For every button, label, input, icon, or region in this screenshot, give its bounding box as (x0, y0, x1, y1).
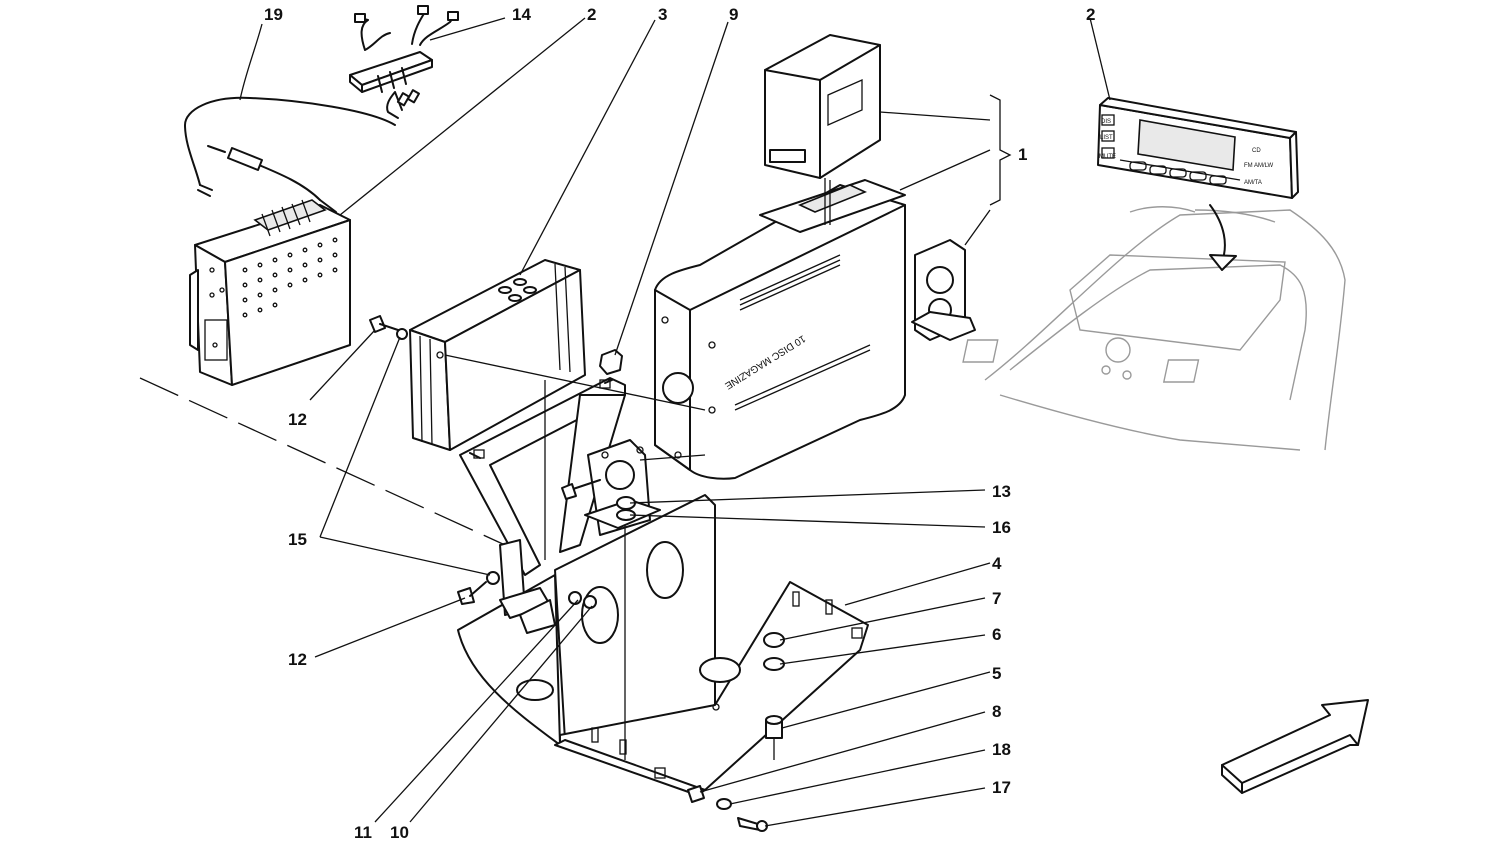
direction-arrow-icon (1221, 699, 1369, 794)
interface-module (349, 5, 459, 119)
head-unit-btn-dis: DIS (1101, 119, 1111, 125)
callout-6: 6 (992, 625, 1001, 644)
callout-15: 15 (288, 530, 307, 549)
callout-2-left: 2 (587, 5, 596, 24)
callout-3: 3 (658, 5, 667, 24)
head-unit-btn-list: LIST (1100, 135, 1113, 141)
callout-7: 7 (992, 589, 1001, 608)
head-unit-btn-am: AM/TA (1244, 180, 1262, 186)
callout-14: 14 (512, 5, 531, 24)
callout-5: 5 (992, 664, 1001, 683)
head-unit-radio: DIS LIST MUTE CD FM AM/LW AM/TA (1097, 97, 1299, 199)
amplifier (409, 259, 586, 451)
head-unit-btn-mute: MUTE (1099, 154, 1116, 160)
callout-11: 11 (354, 823, 372, 842)
callout-13: 13 (992, 482, 1011, 501)
fasteners (369, 315, 785, 832)
callout-19: 19 (264, 5, 283, 24)
bracket-lower-tab (499, 539, 556, 634)
cd-magazine (764, 34, 881, 225)
callout-18: 18 (992, 740, 1011, 759)
callout-17: 17 (992, 778, 1011, 797)
callout-1: 1 (1018, 145, 1027, 164)
clip-nut (599, 349, 623, 375)
antenna-cable (184, 96, 396, 213)
changer-bracket (584, 439, 661, 536)
alignment-dashed-line (139, 377, 506, 546)
callout-16: 16 (992, 518, 1011, 537)
install-arrow-icon (1209, 204, 1237, 271)
callout-8: 8 (992, 702, 1001, 721)
head-unit-btn-fm: FM AM/LW (1244, 163, 1274, 169)
callout-9: 9 (729, 5, 738, 24)
radio-chassis (189, 199, 351, 386)
callout-labels: 19 14 2 3 9 2 1 12 15 12 13 16 4 7 6 5 8… (264, 5, 1095, 842)
leader-lines (239, 17, 1111, 827)
head-unit-btn-cd: CD (1252, 148, 1261, 154)
callout-4: 4 (992, 554, 1002, 573)
dashboard-outline (962, 206, 1346, 451)
changer-side-bracket (911, 239, 976, 341)
callout-2-right: 2 (1086, 5, 1095, 24)
callout-12-upper: 12 (288, 410, 307, 429)
callout-12-lower: 12 (288, 650, 307, 669)
callout-10: 10 (390, 823, 409, 842)
cd-changer: 10 DISC MAGAZINE (654, 179, 906, 480)
